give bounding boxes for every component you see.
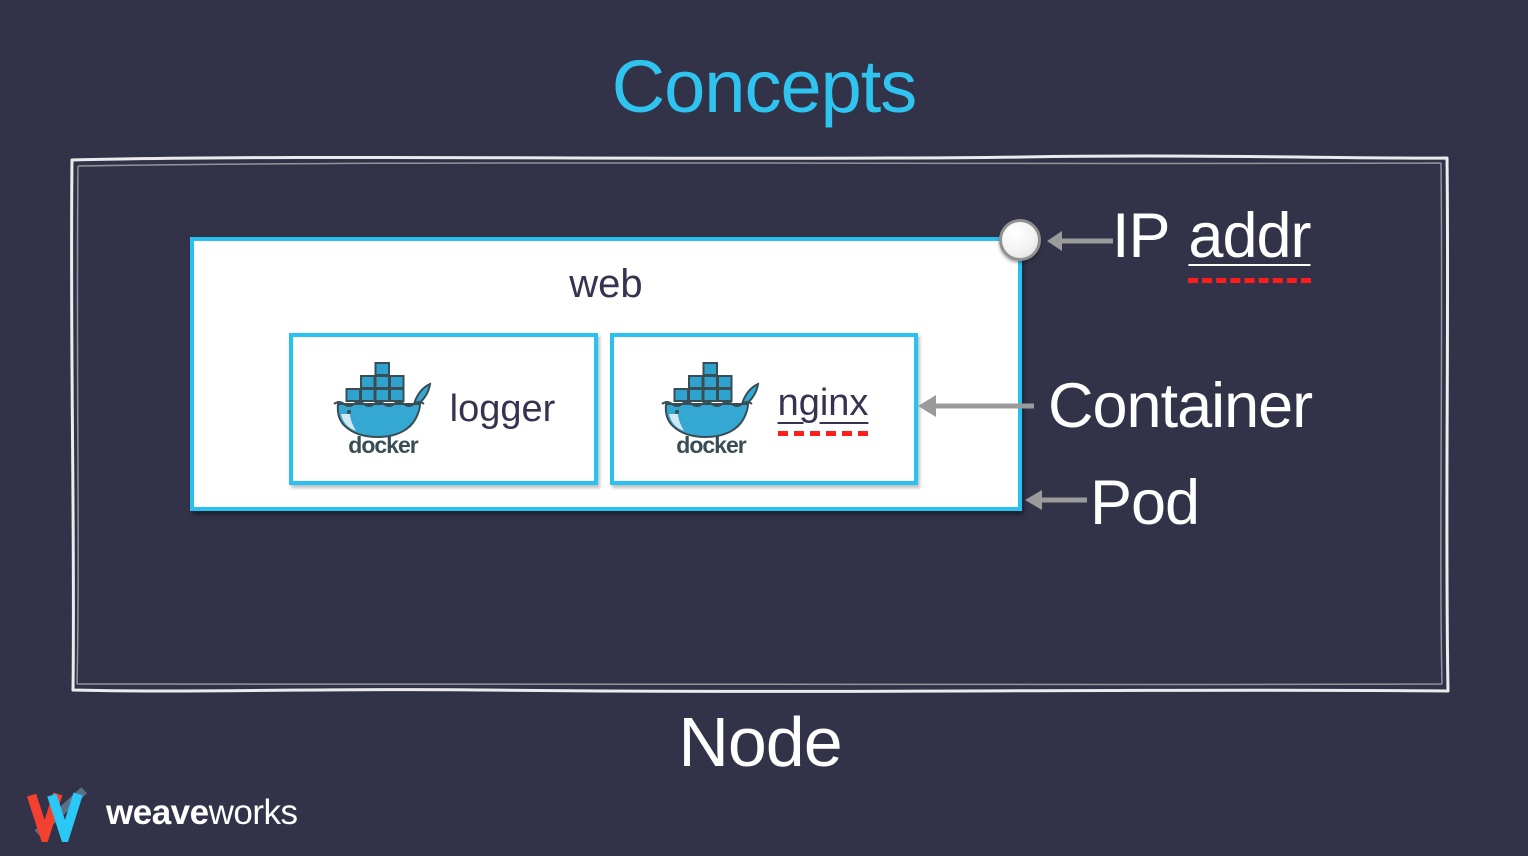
- container-box-logger: docker logger: [289, 333, 598, 485]
- container-arrow-icon: [918, 395, 1034, 417]
- pod-name-label: web: [569, 262, 643, 306]
- node-box-border: [70, 154, 1450, 693]
- brand-bold: weave: [106, 793, 209, 832]
- container-name-nginx: nginx: [777, 382, 869, 436]
- weaveworks-logo: weaveworks: [22, 784, 298, 842]
- weaveworks-logo-icon: [27, 787, 87, 842]
- ip-address-dot-icon: [999, 219, 1041, 261]
- node-label: Node: [678, 703, 842, 781]
- docker-logo-icon: docker: [333, 362, 431, 456]
- slide-title: Concepts: [611, 45, 918, 128]
- container-box-nginx: docker nginx: [610, 333, 918, 485]
- pod-arrow-icon: [1025, 490, 1087, 510]
- weaveworks-wordmark: weaveworks: [106, 793, 298, 833]
- container-name-logger: logger: [449, 387, 556, 430]
- pod-callout: Pod: [1090, 468, 1200, 538]
- docker-logo-icon: docker: [660, 362, 759, 456]
- docker-wordmark: docker: [348, 432, 418, 456]
- container-callout: Container: [1048, 371, 1313, 441]
- ip-addr-prefix: IP: [1112, 201, 1171, 271]
- ip-addr-word: addr: [1188, 200, 1312, 283]
- ip-addr-arrow-icon: [1047, 231, 1113, 251]
- docker-wordmark: docker: [676, 432, 746, 456]
- brand-light: works: [208, 793, 298, 832]
